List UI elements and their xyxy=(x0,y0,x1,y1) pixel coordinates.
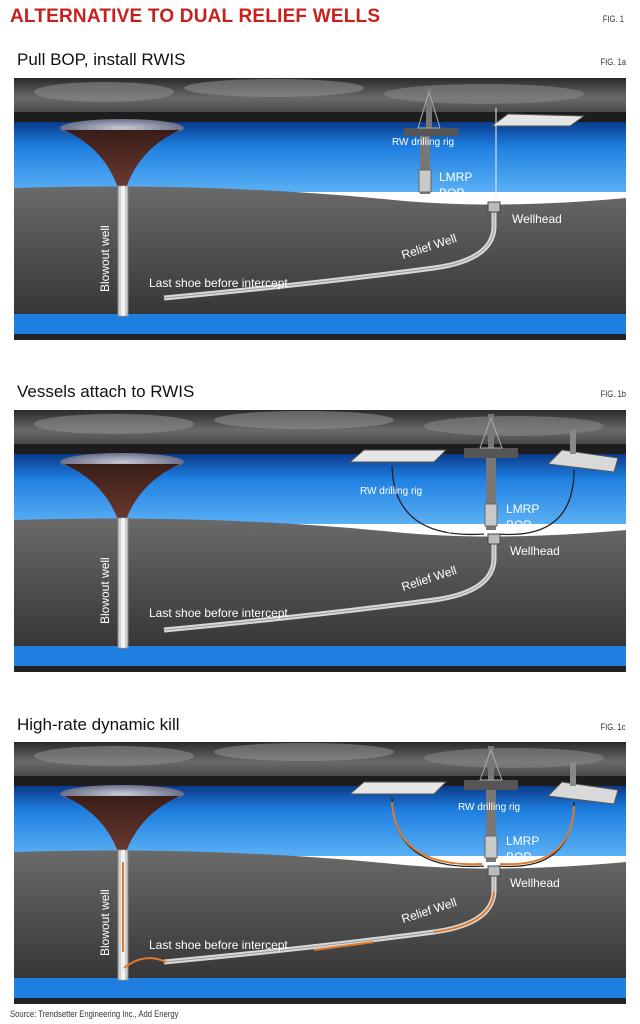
panel-b-wellhead-label: Wellhead xyxy=(510,544,560,558)
panel-b-fig-number: FIG. 1b xyxy=(600,389,626,399)
panel-b-lmrp-label: LMRP xyxy=(506,502,540,516)
panel-b-title: Vessels attach to RWIS xyxy=(17,382,195,401)
panel-a-bop-label: BOP xyxy=(439,186,465,200)
panel-b-scene xyxy=(14,410,626,672)
panel-a-blowout-label: Blowout well xyxy=(98,225,112,292)
panel-c-title: High-rate dynamic kill xyxy=(17,715,180,734)
panel-b-shoe-label: Last shoe before intercept xyxy=(149,606,288,620)
panel-a-shoe-label: Last shoe before intercept xyxy=(149,276,288,290)
panel-c-lmrp-label: LMRP xyxy=(506,834,540,848)
panel-b-rig-label: RW drilling rig xyxy=(360,486,423,497)
figure-title: ALTERNATIVE TO DUAL RELIEF WELLS xyxy=(10,6,381,27)
panel-a-title: Pull BOP, install RWIS xyxy=(17,50,186,69)
panel-a-rig-label: RW drilling rig xyxy=(392,137,455,148)
panel-c-fig-number: FIG. 1c xyxy=(600,722,626,732)
panel-c-bop-label: BOP xyxy=(506,850,532,864)
panel-b-blowout-label: Blowout well xyxy=(98,557,112,624)
source-credit: Source: Trendsetter Engineering Inc., Ad… xyxy=(10,1009,179,1019)
panel-b-rwis-label: RWIS xyxy=(448,522,480,536)
panel-b-illustration: RW drilling rig LMRP BOP RWIS Wellhead R… xyxy=(14,410,626,672)
panel-a-scene xyxy=(14,78,626,340)
panel-a-fig-number: FIG. 1a xyxy=(600,57,626,67)
panel-c-rig-label: RW drilling rig xyxy=(458,802,521,813)
panel-c-illustration: RW drilling rig LMRP BOP Wellhead Relief… xyxy=(14,742,626,1004)
panel-c-wellhead-label: Wellhead xyxy=(510,876,560,890)
figure-number: FIG. 1 xyxy=(602,14,624,24)
panel-c-shoe-label: Last shoe before intercept xyxy=(149,938,288,952)
panel-a-lmrp-label: LMRP xyxy=(439,170,473,184)
panel-a-rwis-label: RWIS xyxy=(512,192,544,206)
panel-c-blowout-label: Blowout well xyxy=(98,889,112,956)
panel-a-illustration: RW drilling rig LMRP BOP RWIS Wellhead R… xyxy=(14,78,626,340)
panel-c-scene xyxy=(14,742,626,1004)
panel-a-wellhead-label: Wellhead xyxy=(512,212,562,226)
panel-b-bop-label: BOP xyxy=(506,518,532,532)
